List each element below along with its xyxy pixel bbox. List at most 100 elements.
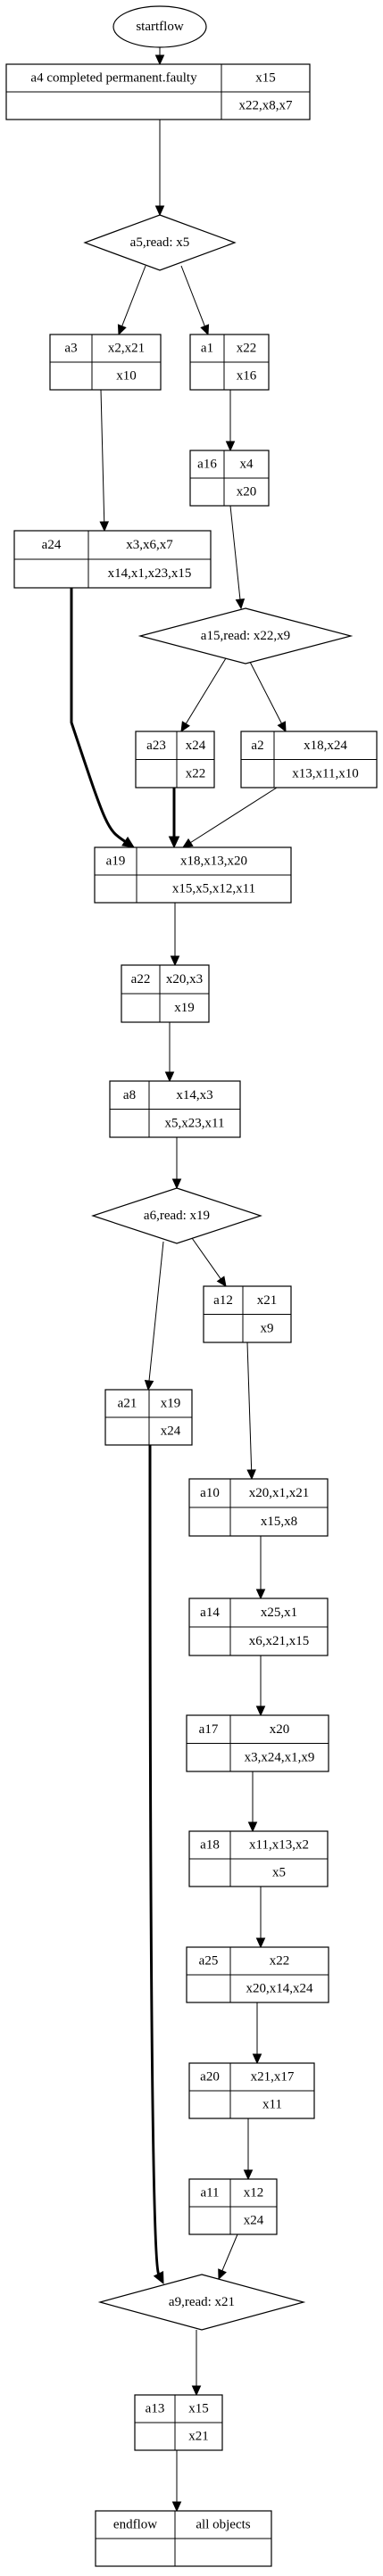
decision-label: a6,read: x19 <box>144 1209 210 1223</box>
decision-label: a5,read: x5 <box>130 235 190 250</box>
edge-line <box>148 1241 164 1382</box>
activity-writes: x20,x14,x24 <box>246 1982 314 1996</box>
node-a20: a20 x21,x17 x11 <box>188 2062 315 2119</box>
activity-reads: x22 <box>270 1954 290 1969</box>
arrowhead <box>216 1276 227 1287</box>
edge-line <box>229 505 241 600</box>
arrowhead <box>164 1071 175 1083</box>
edge-a2-to-a19 <box>181 787 278 848</box>
node-d-a5: a5,read: x5 <box>83 214 237 271</box>
edge-d-a5-to-a3 <box>117 265 146 336</box>
edge-line <box>185 657 227 724</box>
activity-reads: x11,x13,x2 <box>249 1838 309 1853</box>
node-a1: a1 x22 x16 <box>189 334 270 391</box>
node-a18: a18 x11,x13,x2 x5 <box>188 1830 329 1887</box>
activity-writes: x22 <box>186 766 206 780</box>
arrowhead <box>246 1469 256 1481</box>
edge-d-a6-to-a12 <box>191 1237 227 1287</box>
activity-reads: all objects <box>196 2518 250 2532</box>
node-a14: a14 x25,x1 x6,x21,x15 <box>188 1598 329 1656</box>
edge-a10-to-a14 <box>255 1536 266 1600</box>
activity-id: a24 <box>42 538 62 552</box>
activity-writes: x19 <box>174 1001 195 1015</box>
activity-id: a20 <box>200 2070 220 2085</box>
activity-reads: x25,x1 <box>261 1606 297 1620</box>
edge-a20-to-a11 <box>243 2118 254 2181</box>
activity-id: a23 <box>146 739 166 753</box>
activity-reads: x22 <box>237 342 257 356</box>
decision-label: a9,read: x21 <box>169 2295 235 2309</box>
activity-id: a21 <box>118 1397 137 1411</box>
activity-id: a2 <box>251 739 263 753</box>
activity-reads: x24 <box>186 739 206 753</box>
activity-writes: x15,x8 <box>261 1515 297 1529</box>
edge-line <box>190 787 278 844</box>
arrowhead <box>121 836 135 848</box>
edge-a12-to-a10 <box>246 1342 256 1481</box>
edge-a21-to-d-a9 <box>148 1444 164 2285</box>
edge-line <box>191 1237 221 1280</box>
activity-reads: x21 <box>257 1293 278 1308</box>
arrowhead <box>235 599 246 610</box>
activity-writes: x15,x5,x12,x11 <box>172 882 255 896</box>
activity-id: a16 <box>197 458 217 472</box>
node-d-a15: a15,read: x22,x9 <box>137 607 354 665</box>
activity-writes: x11 <box>262 2098 282 2112</box>
node-a23: a23 x24 x22 <box>135 731 215 788</box>
node-a25: a25 x22 x20,x14,x24 <box>186 1946 329 2003</box>
arrowhead <box>168 836 180 849</box>
activity-writes: x14,x1,x23,x15 <box>108 566 192 581</box>
arrowhead <box>99 521 110 533</box>
activity-writes: x21 <box>188 2430 209 2444</box>
activity-reads: x19 <box>161 1397 181 1411</box>
arrowhead <box>171 1178 182 1190</box>
arrowhead <box>180 721 190 733</box>
edge-d-a6-to-a21 <box>144 1241 164 1391</box>
edge-a11-to-d-a9 <box>218 2233 238 2281</box>
activity-id: a25 <box>199 1954 219 1969</box>
edge-d-a15-to-a2 <box>249 661 287 733</box>
activity-writes: x20 <box>237 485 257 500</box>
activity-reads: x20,x3 <box>166 972 203 987</box>
activity-reads: x21,x17 <box>251 2070 295 2085</box>
activity-writes: x16 <box>237 369 257 384</box>
arrowhead <box>153 2271 164 2285</box>
activity-id: a13 <box>146 2402 165 2416</box>
arrowhead <box>171 2501 182 2513</box>
edge-line <box>70 588 126 843</box>
activity-id: a18 <box>200 1838 220 1853</box>
activity-id: a3 <box>64 342 77 356</box>
activity-id: a17 <box>199 1722 219 1737</box>
edge-a16-to-d-a15 <box>229 505 246 610</box>
edge-a3-to-a24 <box>99 389 110 533</box>
edge-a23-to-a19 <box>168 788 180 849</box>
activity-id: a14 <box>200 1606 220 1620</box>
edge-line <box>100 389 105 523</box>
start-label: startflow <box>136 20 183 34</box>
activity-id: a1 <box>201 342 213 356</box>
activity-writes: x13,x11,x10 <box>292 766 358 780</box>
arrowhead <box>144 1380 154 1391</box>
activity-writes: x24 <box>244 2214 264 2228</box>
edge-start-to-a4 <box>154 47 165 66</box>
arrowhead <box>247 1821 258 1833</box>
edge-line <box>121 265 146 326</box>
activity-id: a11 <box>200 2186 219 2200</box>
activity-reads: x15 <box>255 71 276 86</box>
edge-line <box>246 1342 253 1471</box>
edge-a19-to-a22 <box>170 903 180 967</box>
activity-reads: x20,x1,x21 <box>249 1486 310 1500</box>
arrowhead <box>255 1705 266 1717</box>
activity-writes: x5 <box>272 1866 286 1880</box>
node-start: startflow <box>112 5 207 48</box>
activity-writes: x6,x21,x15 <box>249 1634 310 1648</box>
